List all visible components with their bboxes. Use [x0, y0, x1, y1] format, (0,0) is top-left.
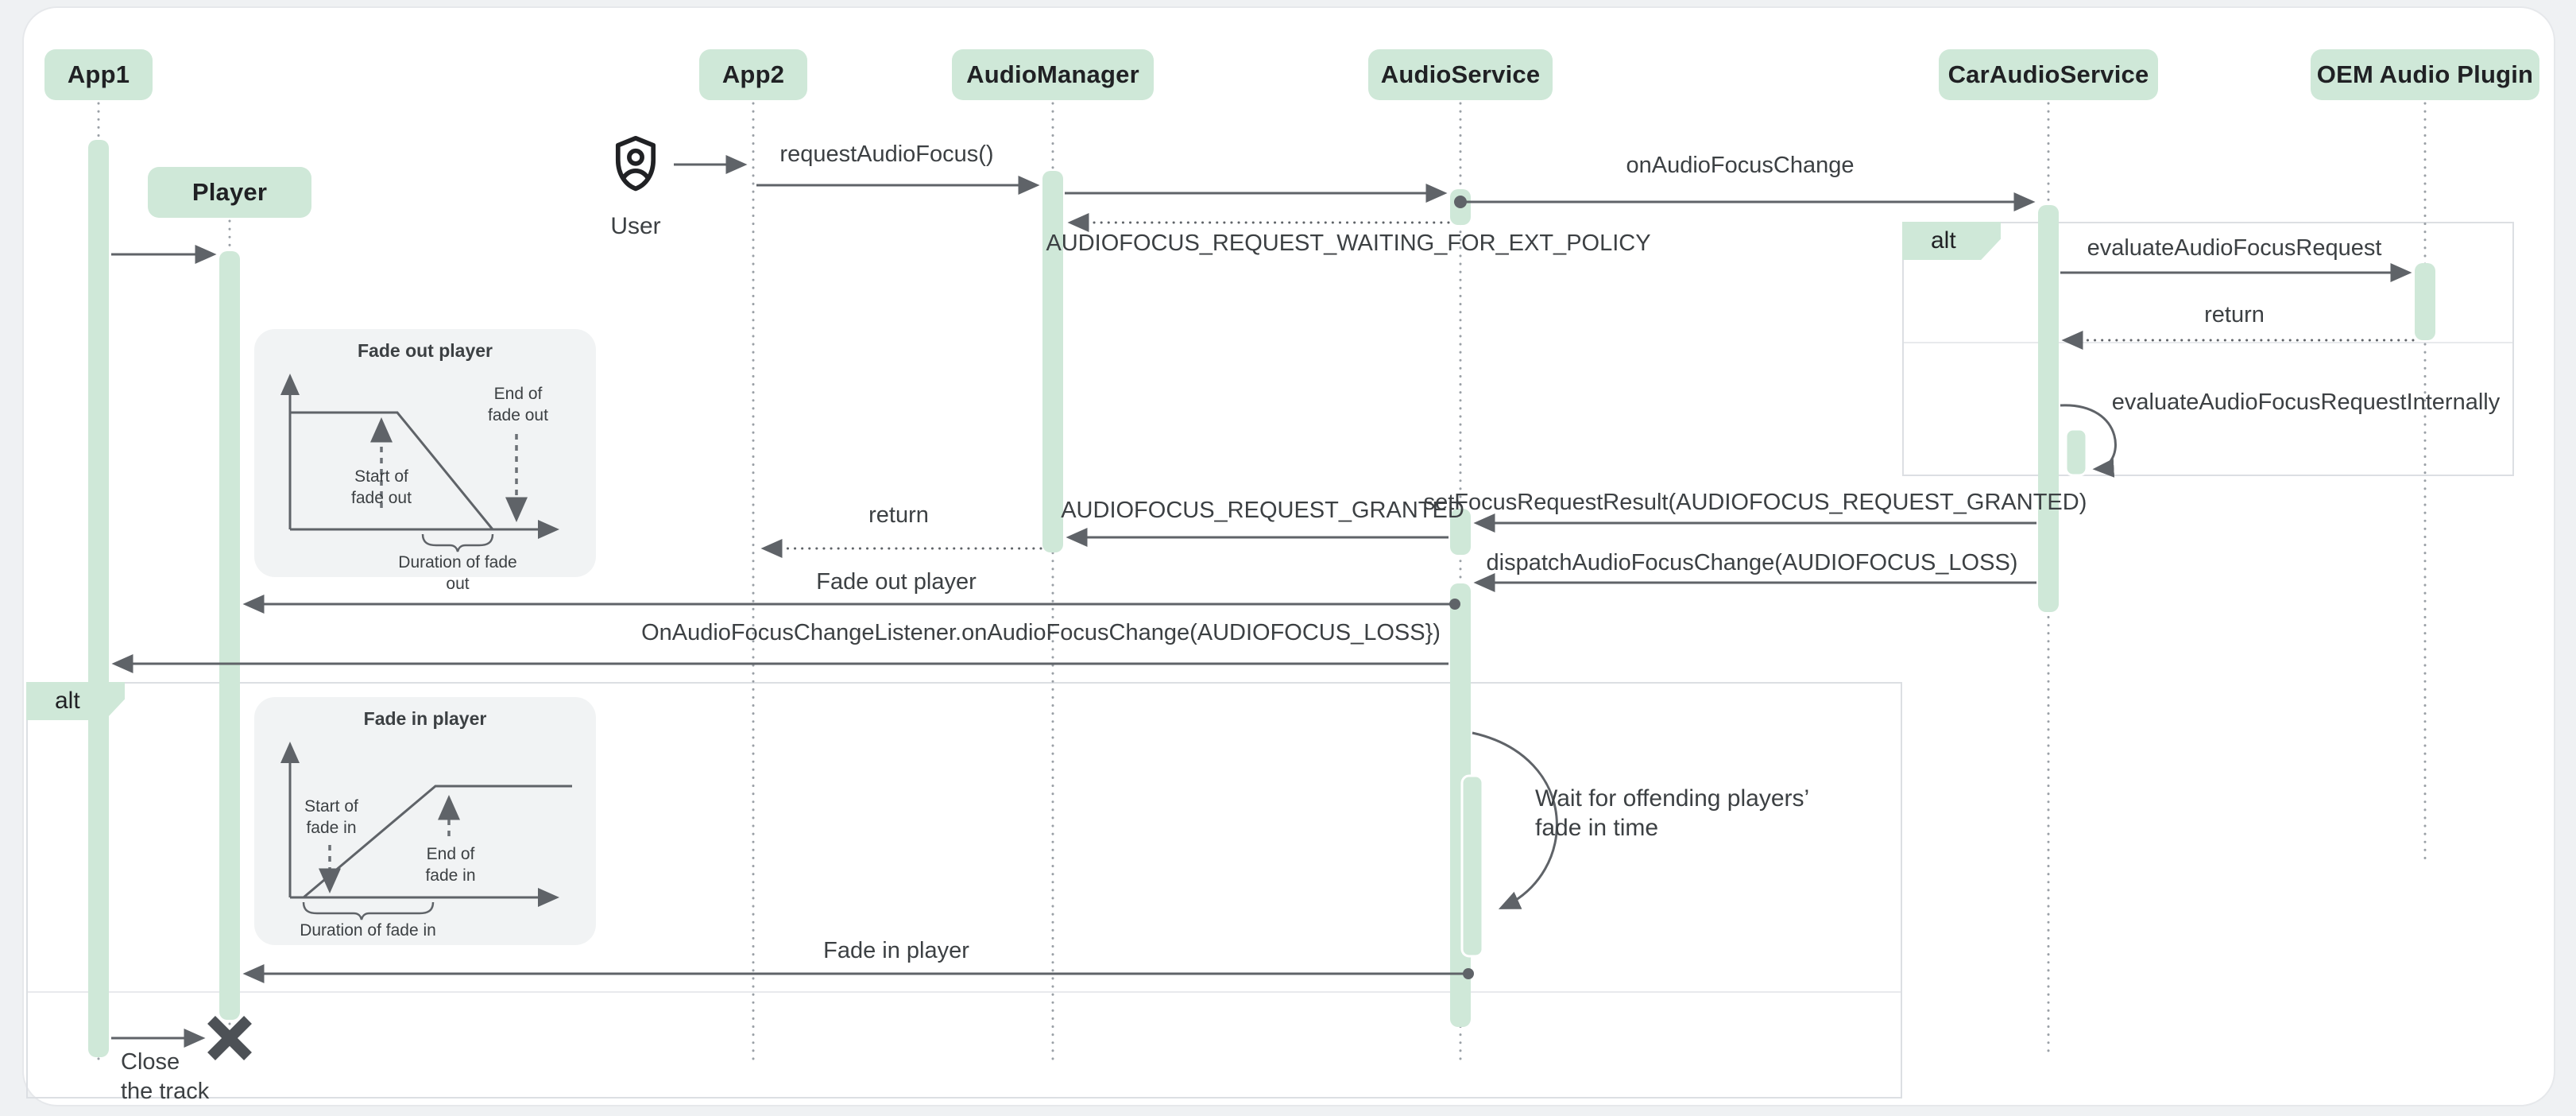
alt-divider: [1904, 342, 2512, 343]
participant-audioservice: AudioService: [1368, 49, 1553, 100]
end-of-fade-label: End of fade in: [425, 845, 476, 885]
fade-out-graph: [280, 374, 559, 552]
user-actor-icon: [607, 134, 664, 201]
activation-player: [219, 251, 240, 1020]
destroy-x-icon: [207, 1016, 252, 1060]
msg-request-granted: AUDIOFOCUS_REQUEST_GRANTED: [1061, 498, 1464, 523]
close-track-note: Close the track: [121, 1049, 210, 1104]
duration-label: Duration of fade in: [300, 921, 436, 940]
wait-note: Wait for offending players’ fade in time: [1535, 785, 1810, 841]
msg-dispatch-change: dispatchAudioFocusChange(AUDIOFOCUS_LOSS…: [1486, 550, 2018, 575]
participant-player: Player: [148, 167, 311, 218]
alt-text: alt: [1931, 227, 1956, 254]
msg-fade-out-player: Fade out player: [816, 569, 977, 595]
dot-fade-out: [1449, 599, 1460, 610]
msg-evaluate-internally: evaluateAudioFocusRequestInternally: [2111, 389, 2501, 415]
participant-audiomanager: AudioManager: [952, 49, 1154, 100]
fade-in-graph: [280, 742, 572, 920]
activation-audiomanager: [1042, 171, 1063, 552]
user-actor-label: User: [610, 213, 661, 239]
dot-fade-in: [1463, 968, 1474, 979]
alt-divider: [28, 991, 1901, 993]
msg-on-audio-focus-change: onAudioFocusChange: [1626, 153, 1855, 178]
msg-fade-in-player: Fade in player: [823, 938, 969, 963]
alt-label-player: alt: [26, 682, 125, 720]
participant-caraudioservice: CarAudioService: [1939, 49, 2158, 100]
fade-in-curve: [303, 785, 572, 899]
activation-audioservice-wait: [1460, 774, 1484, 958]
end-of-fade-label: End of fade out: [488, 385, 548, 424]
user-head: [627, 148, 644, 166]
duration-label: Duration of fade out: [398, 553, 517, 593]
start-of-fade-label: Start of fade out: [351, 467, 412, 507]
dot-on-audio-focus-change: [1454, 196, 1467, 208]
fade-in-inset-title: Fade in player: [363, 708, 487, 729]
activation-audioservice-2: [1450, 509, 1471, 555]
shield-outline: [615, 135, 656, 192]
alt-fragment-ext-policy: [1902, 222, 2514, 476]
user-shoulders: [621, 169, 651, 180]
fade-out-curve: [290, 411, 494, 530]
alt-fragment-player: [26, 682, 1902, 1099]
participant-oem-audio-plugin: OEM Audio Plugin: [2311, 49, 2539, 100]
fade-out-inset: Fade out player Start of fade out End of…: [254, 329, 596, 593]
alt-label-ext-policy: alt: [1902, 222, 2001, 260]
msg-request-audio-focus: requestAudioFocus(): [779, 141, 994, 167]
msg-return-oem: return: [2204, 302, 2265, 327]
msg-on-change-listener: OnAudioFocusChangeListener.onAudioFocusC…: [641, 620, 1441, 645]
msg-evaluate-request: evaluateAudioFocusRequest: [2087, 235, 2382, 261]
activation-car-internal: [2064, 428, 2088, 477]
participant-app2: App2: [699, 49, 807, 100]
activation-caraudioservice: [2038, 205, 2059, 612]
duration-brace: [302, 901, 435, 920]
msg-waiting-ext-policy: AUDIOFOCUS_REQUEST_WAITING_FOR_EXT_POLIC…: [1046, 231, 1651, 256]
fade-in-inset: Fade in player Start of fade in End of f…: [254, 697, 596, 945]
msg-return-app2: return: [868, 502, 929, 528]
activation-app1: [88, 140, 109, 1057]
duration-brace: [421, 533, 494, 552]
alt-text: alt: [55, 688, 80, 714]
msg-set-focus-result: setFocusRequestResult(AUDIOFOCUS_REQUEST…: [1423, 490, 2087, 515]
fade-out-inset-title: Fade out player: [358, 340, 493, 361]
start-of-fade-label: Start of fade in: [304, 797, 358, 837]
activation-oem: [2415, 263, 2435, 340]
participant-app1: App1: [44, 49, 153, 100]
arrow-evaluate-internally-self: [2060, 404, 2117, 478]
arrow-wait-self-loop: [1472, 731, 1558, 909]
